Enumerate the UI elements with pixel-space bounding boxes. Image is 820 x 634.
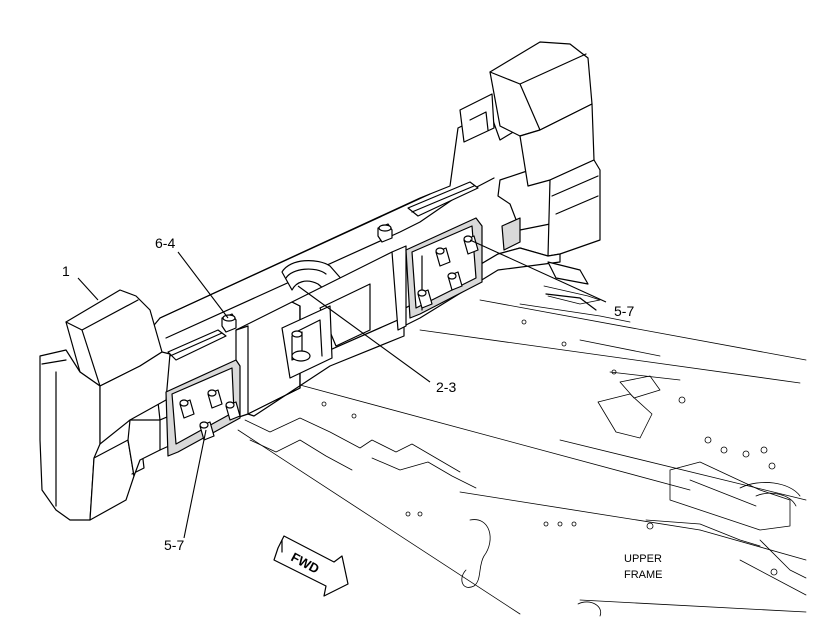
upper-frame-label-line2: FRAME xyxy=(624,569,663,581)
callout-2-3: 2-3 xyxy=(436,379,456,395)
callout-5-7-right: 5-7 xyxy=(614,303,634,319)
callout-6-4: 6-4 xyxy=(155,235,175,251)
callout-1: 1 xyxy=(62,263,70,279)
upper-frame xyxy=(237,285,807,617)
leader-lines xyxy=(77,239,607,539)
forward-arrow-icon: FWD xyxy=(273,535,349,597)
callout-5-7-left: 5-7 xyxy=(164,537,184,553)
upper-frame-label-line1: UPPER xyxy=(624,553,662,565)
counterweight xyxy=(39,41,601,521)
